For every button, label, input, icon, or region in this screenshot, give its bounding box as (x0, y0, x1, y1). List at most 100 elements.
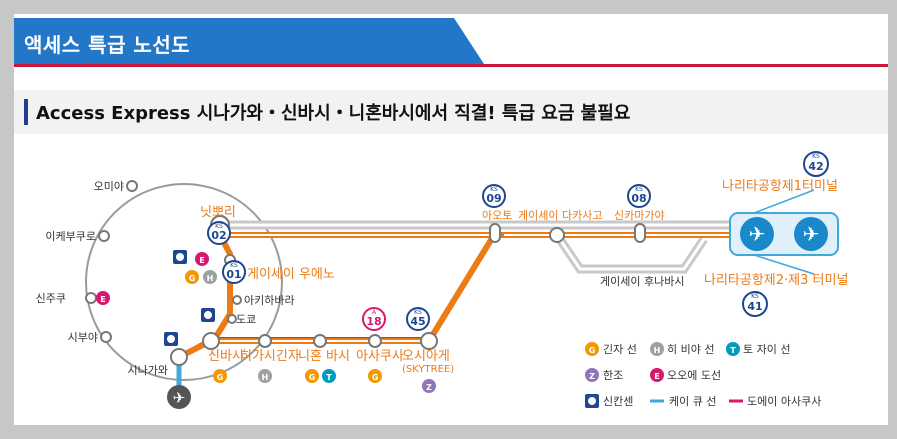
code-badge-oshiage: KS 45 (406, 307, 430, 331)
legend-oedo: 오오에 도선 (667, 369, 721, 382)
code-badge-shinkamagaya: KS 08 (627, 184, 651, 208)
label-shinjuku: 신주쿠 (36, 292, 66, 305)
svg-text:✈: ✈ (173, 389, 186, 407)
label-oshiage: 오시아게 (402, 349, 450, 364)
legend-hanzomon: 한조 (603, 369, 623, 382)
legend-hibiya: 히 비야 선 (667, 342, 714, 356)
svg-text:H: H (654, 346, 661, 355)
station-aoto[interactable] (489, 223, 501, 243)
transfer-shinkansen-icon (173, 250, 187, 264)
station-shinagawa[interactable] (170, 348, 188, 366)
title-tab: 액세스 특급 노선도 (14, 18, 484, 64)
code-badge-ueno: KS 01 (222, 260, 246, 284)
svg-text:G: G (372, 373, 379, 382)
haneda-airplane-icon (167, 385, 191, 409)
svg-text:T: T (326, 373, 332, 382)
station-asakusa[interactable] (368, 334, 382, 348)
svg-text:01: 01 (226, 268, 241, 281)
code-badge-aoto: KS 09 (482, 184, 506, 208)
svg-text:Z: Z (589, 372, 595, 381)
label-funabashi: 게이세이 후나바시 (600, 275, 684, 288)
svg-text:Z: Z (426, 383, 432, 392)
page-title: 액세스 특급 노선도 (24, 33, 191, 57)
svg-text:H: H (207, 274, 214, 283)
svg-text:G: G (589, 346, 596, 355)
svg-text:KS: KS (414, 309, 422, 316)
yamanote-loop (85, 183, 283, 381)
legend-keikyu: 케이 큐 선 (669, 395, 716, 408)
svg-text:45: 45 (410, 315, 425, 328)
svg-text:KS: KS (490, 186, 498, 193)
label-asakusa: 아사쿠사 (356, 349, 404, 364)
subheader: Access Express 시나가와・신바시・니혼바시에서 직결! 특급 요금… (14, 90, 888, 134)
label-higashiginza: 히가시긴자 (240, 349, 300, 364)
svg-text:✈: ✈ (803, 222, 820, 246)
label-aoto: 아오토 (482, 209, 512, 222)
label-shinagawa: 시나가와 (128, 364, 168, 377)
transfer-nihonbashi-ginza-badge: G (305, 369, 319, 383)
station-shinkamagaya[interactable] (634, 223, 646, 243)
svg-text:E: E (654, 372, 659, 381)
label-ikebukuro: 이케부쿠로 (45, 230, 96, 243)
code-badge-terminal23: KS 41 (742, 291, 768, 317)
svg-text:42: 42 (808, 160, 823, 173)
access-express-ueno-link (211, 233, 233, 342)
code-badge-terminal1: KS 42 (803, 151, 829, 177)
code-badge-asakusa: A 18 (362, 307, 386, 331)
label-tokyo: 도쿄 (236, 313, 256, 326)
label-nippori: 닛뽀리 (200, 205, 236, 220)
code-badge-nippori: KS 02 (207, 221, 231, 245)
svg-text:09: 09 (486, 192, 501, 205)
label-takasago: 게이세이 다카사고 (518, 209, 602, 222)
label-terminal23: 나리타공항제2·제3 터미널 (704, 273, 848, 288)
station-oshiage[interactable] (420, 332, 438, 350)
legend-asakusa-line: 도에이 아사쿠사 (747, 395, 821, 408)
transfer-ginza-badge: G (185, 270, 199, 284)
label-akihabara: 아키하바라 (244, 293, 295, 307)
station-shinbashi[interactable] (202, 332, 220, 350)
svg-text:G: G (189, 274, 196, 283)
label-shibuya: 시부야 (68, 331, 98, 344)
svg-text:E: E (199, 256, 204, 265)
transfer-asakusa-ginza-badge: G (368, 369, 382, 383)
transfer-shinjuku-oedo-badge: E (96, 291, 110, 305)
station-nihonbashi[interactable] (313, 334, 327, 348)
svg-text:02: 02 (211, 229, 226, 242)
svg-text:18: 18 (366, 315, 381, 328)
svg-text:KS: KS (215, 223, 223, 230)
keisei-funabashi-branch (553, 232, 708, 274)
label-nihonbashi: 니혼 바시 (298, 349, 350, 364)
svg-text:A: A (372, 309, 377, 316)
transfer-hibiya-badge: H (203, 270, 217, 284)
legend: G 긴자 선 H 히 비야 선 T 토 자이 선 Z 한조 E 오오에 도선 신… (585, 342, 821, 408)
svg-text:KS: KS (635, 186, 643, 193)
transfer-tokyo-shinkansen-icon (201, 308, 215, 322)
svg-text:T: T (730, 346, 736, 355)
legend-ginza: 긴자 선 (603, 343, 637, 356)
route-map-card: 액세스 특급 노선도 Access Express 시나가와・신바시・니혼바시에… (14, 14, 888, 425)
airplane-icon (794, 217, 828, 251)
header-divider (14, 64, 888, 67)
svg-text:KS: KS (751, 293, 759, 300)
subheader-accent-bar (24, 99, 28, 125)
svg-text:G: G (217, 373, 224, 382)
svg-text:H: H (262, 373, 269, 382)
legend-tozai: 토 자이 선 (743, 343, 790, 356)
label-omiya: 오미야 (94, 180, 124, 193)
svg-text:KS: KS (230, 262, 238, 269)
station-takasago[interactable] (549, 227, 565, 243)
svg-text:41: 41 (747, 300, 762, 313)
route-diagram: ✈ ✈ ✈ 오미야 이케부쿠로 신주쿠 시부야 시나가와 닛뽀리 게이 (36, 151, 848, 409)
header-band: 액세스 특급 노선도 (14, 14, 888, 70)
transfer-shinbashi-ginza-badge: G (213, 369, 227, 383)
airplane-icon (740, 217, 774, 251)
svg-text:✈: ✈ (749, 222, 766, 246)
svg-text:G: G (309, 373, 316, 382)
label-ueno: 게이세이 우에노 (247, 267, 335, 282)
svg-text:KS: KS (812, 153, 820, 160)
svg-text:08: 08 (631, 192, 646, 205)
label-skytree: (SKYTREE) (402, 364, 454, 375)
transfer-higashiginza-hibiya-badge: H (258, 369, 272, 383)
station-higashiginza[interactable] (258, 334, 272, 348)
label-shinbashi: 신바시 (208, 349, 244, 364)
